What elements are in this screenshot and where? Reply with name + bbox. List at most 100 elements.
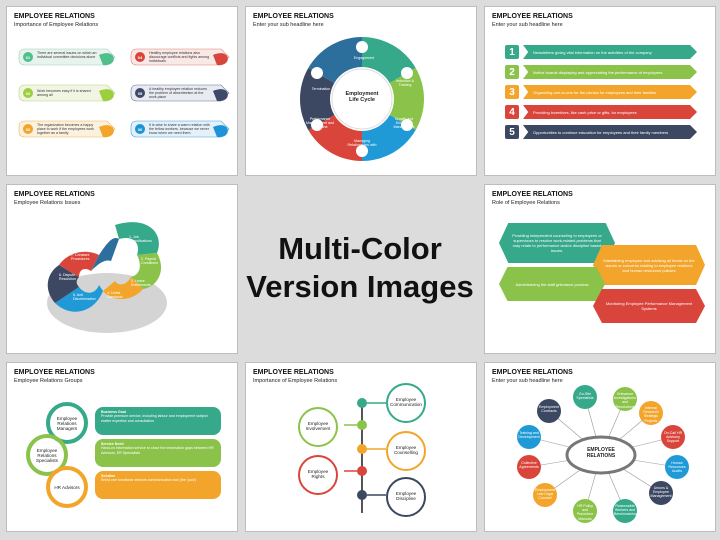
cycle-segment-label: Induction & Training bbox=[396, 79, 414, 88]
slide-numbered-list[interactable]: EMPLOYEE RELATIONS Enter your sub headli… bbox=[484, 6, 716, 176]
circle-arcs bbox=[26, 402, 88, 508]
slide-subtitle: Role of Employee Relations bbox=[492, 200, 560, 206]
hub-graphic bbox=[517, 385, 689, 523]
timeline-node-label: Employee Counselling bbox=[393, 445, 418, 455]
spiral-graphic bbox=[47, 222, 167, 333]
row-number: 4 bbox=[505, 105, 519, 119]
item-number-badge: 02 bbox=[23, 88, 33, 98]
slide-subtitle: Enter your sub headline here bbox=[253, 22, 324, 28]
issue-label: 3. Leave Entitlements bbox=[131, 279, 151, 288]
issue-label: 2. Payroll Conditions bbox=[141, 257, 158, 266]
role-hexagon: Administering the staff grievance proces… bbox=[499, 267, 605, 301]
row-bar: Organizing one-to-one for the picnics fo… bbox=[523, 85, 697, 99]
slide-subtitle: Enter your sub headline here bbox=[492, 378, 563, 384]
issue-label: 4. Unfair Dismissal bbox=[107, 291, 123, 300]
row-number: 3 bbox=[505, 85, 519, 99]
slide-employee-relations-hub[interactable]: EMPLOYEE RELATIONS Enter your sub headli… bbox=[484, 362, 716, 532]
cycle-segment-label: Termination bbox=[311, 87, 331, 91]
slide-importance-timeline[interactable]: EMPLOYEE RELATIONS Importance of Employe… bbox=[245, 362, 477, 532]
row-number: 5 bbox=[505, 125, 519, 139]
hub-spoke-label: On-Call HR Advisory Support bbox=[663, 431, 683, 444]
ribbon-graphic bbox=[18, 48, 230, 138]
cycle-segment-label: Performance Management and Discipline bbox=[306, 117, 334, 130]
row-bar: Newsletters giving vital information on … bbox=[523, 45, 697, 59]
role-hexagon: Maintaining employee and advising all le… bbox=[593, 245, 705, 285]
pill-heading: Service Need bbox=[101, 442, 124, 446]
timeline-node-label: Employee Communication bbox=[390, 397, 422, 407]
hub-spoke-label: Go-Site Specialists bbox=[576, 392, 594, 401]
slide-title: EMPLOYEE RELATIONS bbox=[14, 13, 95, 20]
row-number: 2 bbox=[505, 65, 519, 79]
role-hexagon: Monitoring Employee Performance Manageme… bbox=[593, 289, 705, 323]
group-circle: Employee Relations Managers bbox=[51, 407, 83, 439]
slide-subtitle: Enter your sub headline here bbox=[492, 22, 563, 28]
hub-center-label: EMPLOYEE RELATIONS bbox=[586, 447, 616, 459]
group-circle: Employee Relations Specialists bbox=[31, 439, 63, 471]
slide-title: EMPLOYEE RELATIONS bbox=[14, 369, 95, 376]
slide-subtitle: Importance of Employee Relations bbox=[14, 22, 99, 28]
slide-subtitle: Employee Relations Groups bbox=[14, 378, 83, 384]
slide-title: EMPLOYEE RELATIONS bbox=[253, 13, 334, 20]
item-number-badge: 05 bbox=[135, 88, 145, 98]
item-text: It is wise to share a warm relation with… bbox=[149, 123, 210, 136]
cycle-center-label: Employment Life Cycle bbox=[345, 91, 379, 103]
slide-title: EMPLOYEE RELATIONS bbox=[253, 369, 334, 376]
slide-title: EMPLOYEE RELATIONS bbox=[14, 191, 95, 198]
slide-employment-life-cycle[interactable]: EMPLOYEE RELATIONS Enter your sub headli… bbox=[245, 6, 477, 176]
pill-text: Enlist one functional network communicat… bbox=[101, 478, 197, 483]
hub-spoke-label: Training and Development bbox=[518, 431, 540, 440]
issue-label: 7. Constant Procedures bbox=[71, 253, 90, 262]
cycle-segment-label: Growth and Employee Management bbox=[393, 117, 415, 130]
item-number-badge: 06 bbox=[135, 124, 145, 134]
slide-role-of-employee-relations[interactable]: EMPLOYEE RELATIONS Role of Employee Rela… bbox=[484, 184, 716, 354]
slide-employee-relations-groups[interactable]: EMPLOYEE RELATIONS Employee Relations Gr… bbox=[6, 362, 238, 532]
group-circle: HR Advisors bbox=[51, 471, 83, 503]
slide-title: EMPLOYEE RELATIONS bbox=[492, 191, 573, 198]
row-bar: Providing incentives, like cash prize or… bbox=[523, 105, 697, 119]
slide-title: EMPLOYEE RELATIONS bbox=[492, 13, 573, 20]
item-text: The organization becomes a happy place t… bbox=[37, 123, 94, 136]
item-text: Work becomes easy if it is shared among … bbox=[37, 89, 91, 98]
pill-heading: Solution bbox=[101, 474, 116, 478]
multi-color-heading: Multi-Color Version Images bbox=[246, 182, 474, 354]
row-bar: Opportunities to continue education for … bbox=[523, 125, 697, 139]
hub-spoke-label: Employment Contracts bbox=[539, 405, 559, 414]
item-number-badge: 03 bbox=[23, 124, 33, 134]
item-number-badge: 01 bbox=[23, 52, 33, 62]
cycle-segment-label: Managing Relationships with Labour bbox=[347, 139, 377, 152]
pill-heading: Business Goal bbox=[101, 410, 126, 414]
hub-spoke-label: Collective Agreements bbox=[519, 461, 539, 470]
slide-subtitle: Employee Relations Issues bbox=[14, 200, 81, 206]
issue-label: 6. Dispute Resolution bbox=[59, 273, 76, 282]
slide-subtitle: Importance of Employee Relations bbox=[253, 378, 338, 384]
role-hexagon: Providing independent counseling to empl… bbox=[499, 223, 615, 263]
item-text: There are several issues on which an ind… bbox=[37, 51, 97, 60]
group-info-pill: Solution Enlist one functional network c… bbox=[95, 471, 221, 499]
timeline-graphic bbox=[298, 383, 426, 517]
item-text: A healthy employee relation reduces the … bbox=[149, 87, 207, 100]
hub-spoke-label: Human Resources Audits bbox=[668, 461, 686, 474]
issue-label: 5. Anti Discrimination bbox=[73, 293, 96, 302]
hub-spoke-label: Grievance Investigations and Resolutions bbox=[614, 392, 636, 409]
timeline-node-label: Employee Rights bbox=[307, 469, 329, 479]
group-info-pill: Service Need Hand-on information service… bbox=[95, 439, 221, 467]
timeline-node-label: Employee Involvement bbox=[305, 421, 331, 431]
row-number: 1 bbox=[505, 45, 519, 59]
hub-spoke-label: Reasonable Workers and Benchmarking bbox=[614, 504, 637, 517]
pill-text: Hand-on information service to close the… bbox=[101, 446, 214, 455]
hub-spoke-label: HR Policy and Procedure Manuals bbox=[576, 504, 594, 521]
issue-label: 1. Job Classifications bbox=[129, 235, 152, 244]
slide-employee-relations-issues[interactable]: EMPLOYEE RELATIONS Employee Relations Is… bbox=[6, 184, 238, 354]
item-text: Healthy employee relations also discoura… bbox=[149, 51, 210, 64]
life-cycle-wheel bbox=[299, 37, 425, 161]
timeline-node-label: Employee Discipline bbox=[395, 491, 417, 501]
group-info-pill: Business Goal Provide premium service, i… bbox=[95, 407, 221, 435]
slide-importance-of-employee-relations[interactable]: EMPLOYEE RELATIONS Importance of Employe… bbox=[6, 6, 238, 176]
slide-title: EMPLOYEE RELATIONS bbox=[492, 369, 573, 376]
cycle-segment-label: Engagement bbox=[353, 56, 375, 60]
hub-spoke-label: Unions & Employee Management bbox=[650, 486, 672, 499]
row-bar: Notice boards displaying and appreciatin… bbox=[523, 65, 697, 79]
pill-text: Provide premium service, including labou… bbox=[101, 414, 208, 423]
item-number-badge: 04 bbox=[135, 52, 145, 62]
heading-line-2: Version Images bbox=[246, 269, 474, 304]
